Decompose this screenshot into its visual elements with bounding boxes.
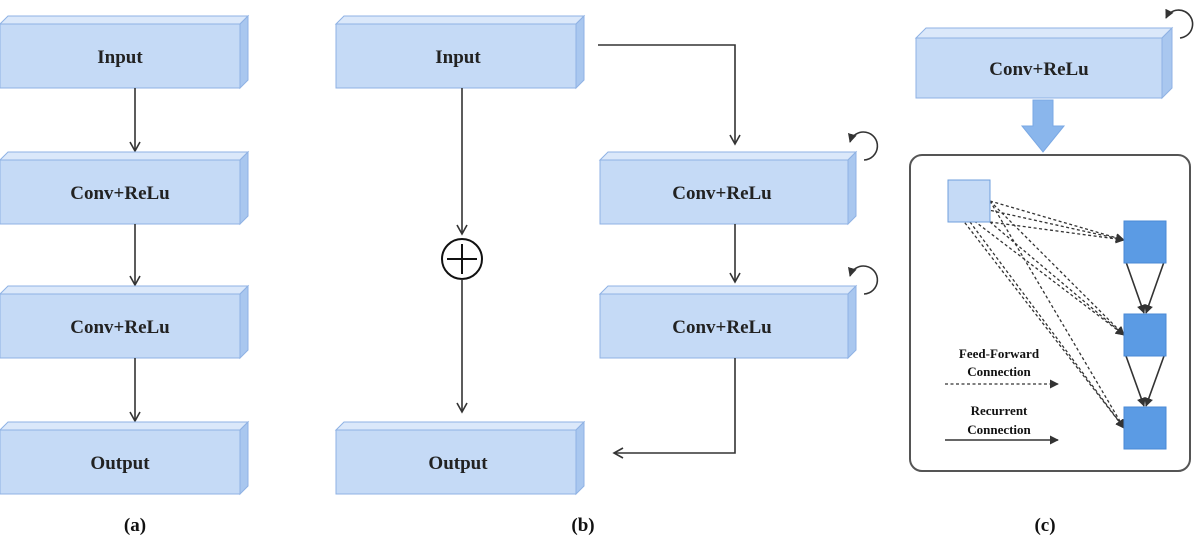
- panel-a-input-label: Input: [97, 47, 143, 68]
- panel-a-conv1-label: Conv+ReLu: [70, 183, 170, 204]
- panel-b-output-block: Output: [334, 420, 586, 496]
- legend-feedforward-line1: Feed-Forward: [959, 346, 1040, 361]
- panel-b-input-label: Input: [435, 47, 481, 68]
- panel-c-recurrent-icon: [1165, 8, 1194, 39]
- panel-a-caption: (a): [124, 515, 146, 536]
- panel-a-conv1-block: Conv+ReLu: [0, 150, 250, 226]
- panel-a: Input Conv+ReLu Conv+ReLu Output (a): [0, 14, 250, 536]
- panel-a-output-block: Output: [0, 420, 250, 496]
- panel-c-unit-1: [1123, 220, 1167, 264]
- panel-a-conv2-block: Conv+ReLu: [0, 284, 250, 360]
- panel-b-conv1-recurrent-icon: [848, 131, 879, 161]
- panel-b-conv2-block: Conv+ReLu: [598, 284, 858, 360]
- panel-c: Conv+ReLu Feed-Fo: [909, 8, 1194, 536]
- panel-c-conv-block: Conv+ReLu: [914, 26, 1174, 100]
- panel-b-return-arrow: [612, 358, 736, 459]
- panel-c-conv-label: Conv+ReLu: [989, 59, 1089, 80]
- panel-b-input-block: Input: [334, 14, 586, 90]
- legend-feedforward-line2: Connection: [967, 364, 1031, 379]
- legend-recurrent-line2: Connection: [967, 422, 1031, 437]
- panel-b-caption: (b): [571, 515, 594, 536]
- panel-c-caption: (c): [1034, 515, 1055, 536]
- panel-b-conv1-label: Conv+ReLu: [672, 183, 772, 204]
- panel-b-branch-arrow: [598, 44, 741, 146]
- panel-b-conv1-block: Conv+ReLu: [598, 150, 858, 226]
- panel-a-input-block: Input: [0, 14, 250, 90]
- legend-recurrent-line1: Recurrent: [971, 403, 1028, 418]
- panel-c-recurrent-connections: [1125, 261, 1165, 407]
- panel-a-conv2-label: Conv+ReLu: [70, 317, 170, 338]
- panel-b-sum-node: [441, 238, 483, 280]
- panel-c-input-unit: [947, 179, 991, 223]
- panel-c-unit-2: [1123, 313, 1167, 357]
- panel-c-feedforward-connections: [947, 200, 1125, 429]
- panel-a-output-label: Output: [90, 453, 150, 474]
- panel-b-conv2-label: Conv+ReLu: [672, 317, 772, 338]
- panel-b-conv2-recurrent-icon: [848, 265, 879, 295]
- panel-c-legend: Feed-Forward Connection Recurrent Connec…: [945, 346, 1059, 445]
- panel-c-unit-3: [1123, 406, 1167, 450]
- panel-b-output-label: Output: [428, 453, 488, 474]
- panel-b: Input Conv+ReLu Conv+ReLu: [334, 14, 879, 536]
- panel-c-expand-arrow-icon: [1020, 99, 1066, 153]
